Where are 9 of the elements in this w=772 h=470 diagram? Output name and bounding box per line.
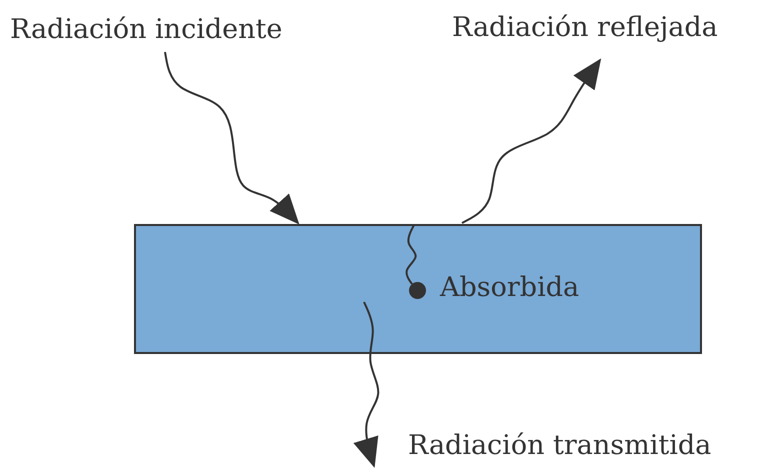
- wavy-arrow: [462, 58, 602, 224]
- absorption-dot: [409, 282, 426, 299]
- absorbed-label: Absorbida: [440, 272, 580, 304]
- material-slab: [134, 224, 702, 354]
- wavy-arrow: [164, 52, 300, 224]
- wavy-arrow: [353, 302, 380, 468]
- radiation-label: Radiación incidente: [10, 14, 340, 50]
- radiation-label: Radiación transmitida: [408, 430, 770, 466]
- radiation-label: Radiación reflejada: [452, 12, 768, 48]
